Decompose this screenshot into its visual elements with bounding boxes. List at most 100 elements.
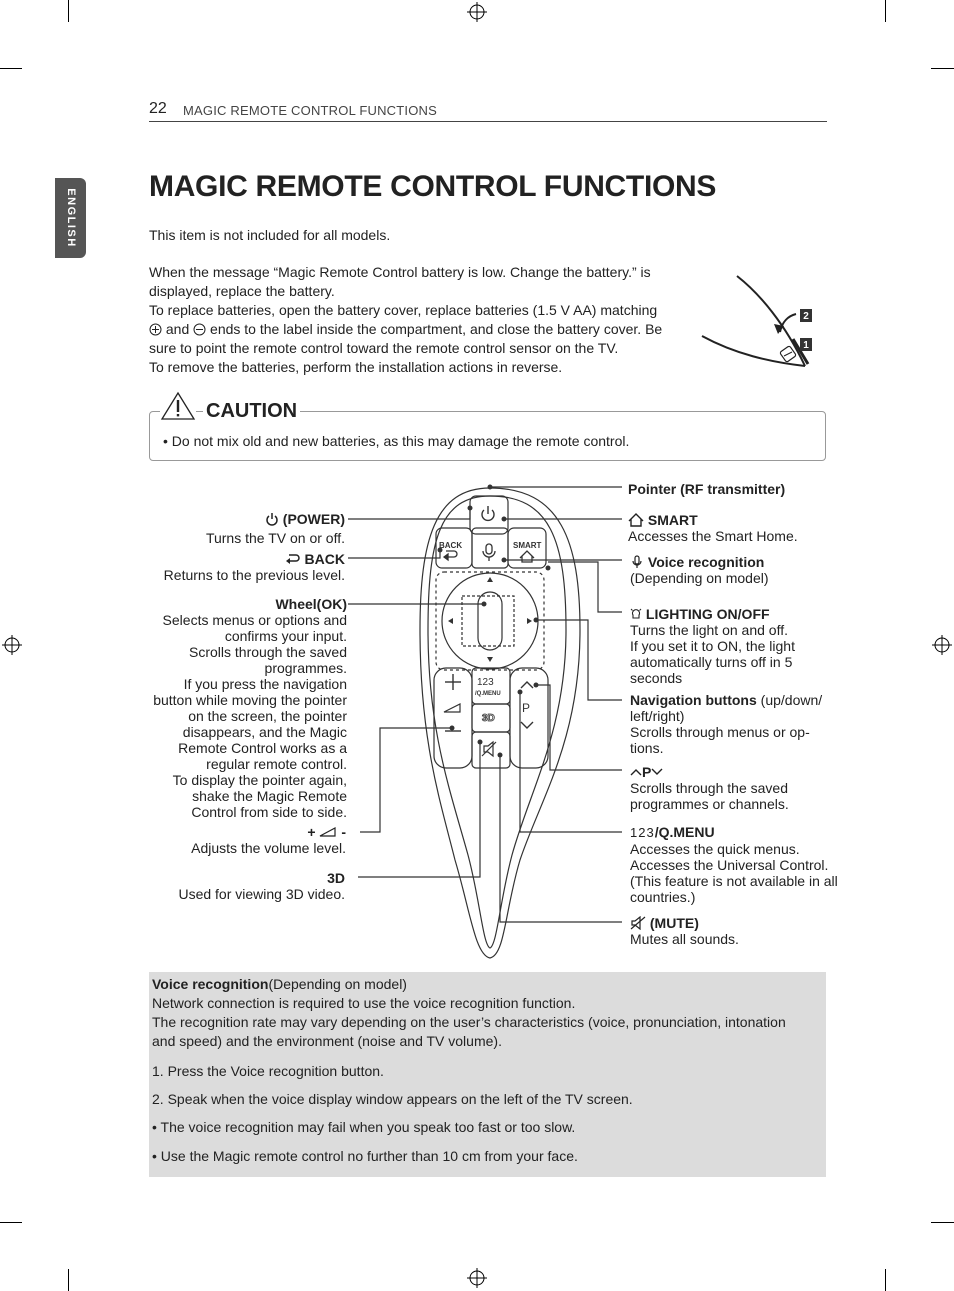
light-line: seconds [630,670,683,686]
wheel-line: Scrolls through the saved [189,644,347,660]
wheel-line: disappears, and the Magic [182,724,347,740]
qmenu-label: 123/Q.MENU Accesses the quick menus. Acc… [630,824,838,905]
threed-title: 3D [150,870,345,886]
battery-cover-illustration: 2 1 [701,275,812,367]
callout-navigation [536,619,622,701]
minus-terminal-icon [193,323,206,336]
wheel-title: Wheel(OK) [275,596,347,612]
intro-line: To remove the batteries, perform the ins… [149,359,563,375]
crop-mark [0,1222,22,1223]
voice-box-title-suffix: (Depending on model) [268,976,407,992]
microphone-icon [632,555,642,568]
back-title: BACK [304,551,345,567]
wheel-line: button while moving the pointer [153,692,347,708]
wheel-label: Wheel(OK) Selects menus or options and c… [140,596,347,820]
pointer-label: Pointer (RF transmitter) [628,481,785,497]
remote-body [419,487,581,959]
intro-line-polarity: and ends to the label inside the compart… [149,320,662,339]
mute-title: (MUTE) [649,915,699,931]
remote-123-label: 123 [477,677,494,688]
wheel-line: regular remote control. [206,756,347,772]
callout-back [348,550,441,559]
navigation-line: tions. [630,740,664,756]
callout-light [548,561,622,613]
home-icon [628,513,644,527]
voice-box-line: Network connection is required to use th… [152,995,576,1011]
caution-text: • Do not mix old and new batteries, as t… [163,433,630,449]
back-desc: Returns to the previous level. [163,567,345,583]
remote-p-label: P [522,701,530,715]
header-rule [149,121,827,122]
callout-qmenu [519,692,622,833]
wheel-line: programmes. [264,660,347,676]
volume-icon [320,827,337,837]
navigation-title: Navigation buttons [630,692,757,708]
page-number: 22 [149,100,167,117]
channel-up-icon [630,769,642,776]
power-label: (POWER) [150,511,345,527]
channel-line: Scrolls through the saved [630,780,788,796]
voice-box-step: 2. Speak when the voice display window a… [152,1091,633,1107]
step-two-badge: 2 [803,311,809,322]
volume-icon [443,703,461,713]
voice-recognition-box: Voice recognition(Depending on model) Ne… [149,972,826,1177]
wheel-line: Selects menus or options and [162,612,347,628]
callout-channel [536,684,622,771]
power-icon [266,513,278,526]
channel-up-icon [520,681,534,689]
voice-box-note: • The voice recognition may fail when yo… [152,1119,576,1135]
plus-terminal-icon [149,323,162,336]
channel-down-icon [651,768,663,775]
qmenu-number-icon: 123 [630,825,655,840]
callout-volume [360,727,452,833]
voice-box-title-line: Voice recognition(Depending on model) [152,975,812,994]
callout-power [348,508,471,520]
power-icon [481,506,495,522]
intro-line-rest: ends to the label inside the compartment… [210,321,663,337]
registration-mark-top [467,2,487,22]
voice-box-title: Voice recognition [152,976,269,992]
registration-mark-left [2,635,22,655]
light-line: automatically turns off in 5 [630,654,793,670]
crop-mark [931,68,954,69]
channel-label: P Scrolls through the saved programmes o… [630,764,789,812]
warning-triangle-icon [160,391,196,421]
intro-line: displayed, replace the battery. [149,283,335,299]
callout-mute [499,755,622,923]
navigation-line: left/right) [630,708,685,724]
navigation-line: Scrolls through menus or op- [630,724,810,740]
volume-minus: - [341,824,346,840]
mute-desc: Mutes all sounds. [630,931,739,947]
voice-label: Voice recognition [630,554,764,570]
crop-mark [0,68,22,69]
crop-mark [931,1222,954,1223]
volume-desc: Adjusts the volume level. [191,840,346,856]
voice-box-line: and speed) and the environment (noise an… [152,1033,502,1049]
caution-title: CAUTION [203,400,301,423]
remote-3d-label: 3D [482,713,495,724]
wheel-line: confirms your input. [224,628,347,644]
threed-desc: Used for viewing 3D video. [178,886,345,902]
remote-smart-label: SMART [513,541,542,550]
smart-label: SMART [628,512,698,528]
nav-right-icon [527,618,532,624]
navigation-line: (up/down/ [760,692,823,708]
callout-3d [358,742,481,878]
registration-mark-bottom [467,1268,487,1288]
back-label: BACK [150,551,345,567]
remote-qmenu-label: /Q.MENU [475,691,501,697]
crop-mark [68,1269,69,1291]
language-tab: ENGLISH [55,178,86,258]
caution-box [149,411,826,461]
voice-box-note: • Use the Magic remote control no furthe… [152,1148,578,1164]
navigation-label: Navigation buttons (up/down/ left/right)… [630,692,830,756]
microphone-icon [482,543,496,561]
nav-left-icon [448,618,453,624]
qmenu-title: /Q.MENU [654,824,715,840]
qmenu-line: Accesses the Universal Control. [630,857,829,873]
crop-mark [68,0,69,22]
running-header: MAGIC REMOTE CONTROL FUNCTIONS [183,103,437,118]
channel-title: P [642,764,652,780]
intro-note: This item is not included for all models… [149,227,391,243]
